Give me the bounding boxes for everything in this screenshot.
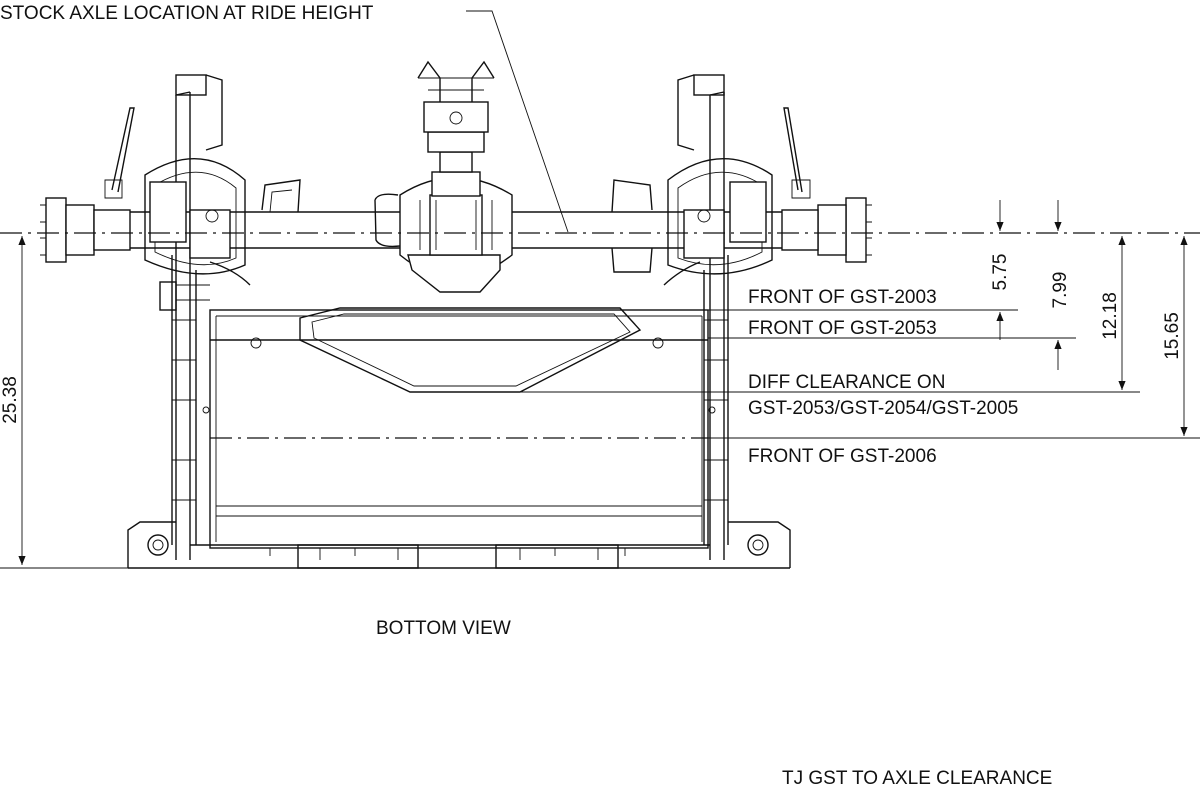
dimension-12-18: 12.18 — [1100, 292, 1121, 340]
sheet-title: TJ GST TO AXLE CLEARANCE — [782, 768, 1052, 788]
front-gst-2003-label: FRONT OF GST-2003 — [748, 287, 937, 308]
stock-axle-label: STOCK AXLE LOCATION AT RIDE HEIGHT — [0, 3, 374, 24]
dimension-5-75: 5.75 — [990, 254, 1011, 291]
dimension-lines — [18, 200, 1188, 565]
diff-clearance-label-line1: DIFF CLEARANCE ON — [748, 372, 945, 393]
dimension-7-99: 7.99 — [1050, 272, 1071, 309]
reference-lines — [0, 10, 1200, 569]
frame-structure — [127, 74, 791, 569]
front-gst-2053-label: FRONT OF GST-2053 — [748, 318, 937, 339]
axle-assembly — [40, 60, 872, 293]
dimension-15-65: 15.65 — [1162, 312, 1183, 360]
stock-axle-leader — [466, 10, 569, 233]
diff-clearance-label-line2: GST-2053/GST-2054/GST-2005 — [748, 398, 1018, 419]
front-gst-2006-label: FRONT OF GST-2006 — [748, 446, 937, 467]
dimension-25-38: 25.38 — [0, 376, 21, 424]
view-name-label: BOTTOM VIEW — [376, 618, 511, 639]
